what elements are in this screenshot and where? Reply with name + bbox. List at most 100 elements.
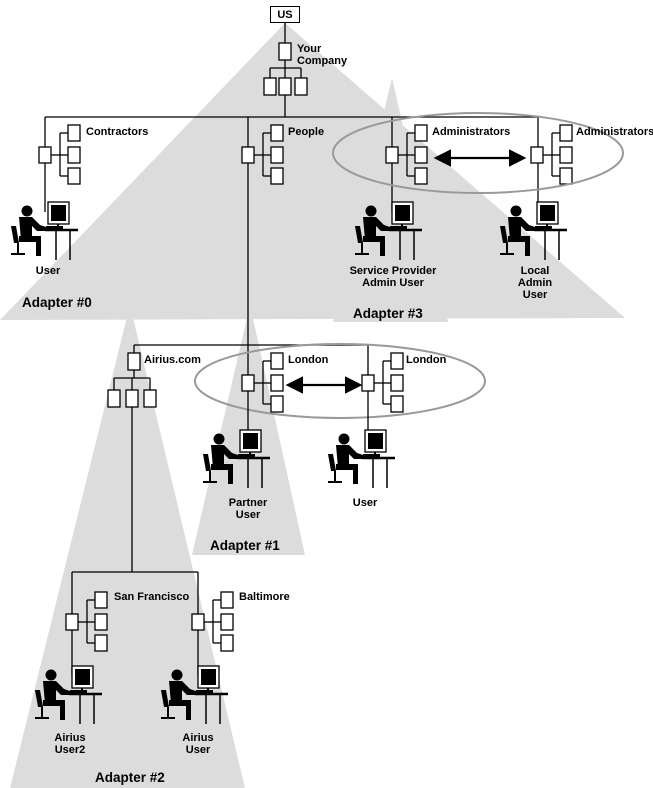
root-label: US	[277, 8, 293, 21]
user-label-local-line3: User	[522, 289, 548, 301]
airius-user2-icon-head	[45, 669, 57, 681]
node-label-administrators-sp: Administrators	[432, 126, 511, 138]
company-label-line2: Company	[297, 55, 348, 67]
user-label-airius-user: Airius User	[168, 732, 228, 756]
contractors-node-child-1	[67, 146, 81, 164]
airius-user-icon-keyboard	[196, 690, 213, 693]
node-label-administrators-local: Administrators	[576, 126, 653, 138]
administrators-sync-ellipse	[332, 112, 624, 194]
airius-user-icon-monitor-screen	[201, 669, 216, 685]
london-user-icon-chair-back	[328, 454, 336, 471]
london-user-icon-legs	[336, 464, 358, 484]
partner-user-icon-head	[213, 433, 225, 445]
user-label-sp-line2: Admin User	[362, 277, 424, 289]
administrators-sp-node-child-1	[414, 146, 428, 164]
adapter-label-1: Adapter #1	[210, 538, 280, 553]
adapter-3-scope	[333, 78, 448, 322]
adapter-2-scope	[10, 305, 245, 788]
service-provider-admin-icon-chair-back	[355, 226, 363, 243]
administrators-sp-node-box	[385, 146, 399, 164]
london-user-icon-head	[338, 433, 350, 445]
people-node-child-2	[270, 167, 284, 185]
airius-child-1	[125, 389, 139, 408]
local-admin-icon-head	[510, 205, 522, 217]
user-label-contractor: User	[18, 265, 78, 277]
partner-user-icon-keyboard	[238, 454, 255, 457]
airius-user2-icon-body	[43, 681, 70, 704]
local-admin-icon-monitor-screen	[540, 205, 555, 221]
people-node-child-0	[270, 124, 284, 142]
airius-user2-icon-keyboard	[70, 690, 87, 693]
service-provider-admin-icon-body	[363, 217, 390, 240]
company-child-0	[263, 77, 277, 96]
local-admin-icon-keyboard	[535, 226, 552, 229]
airius-user-icon-body	[169, 681, 196, 704]
london-partner-node-box	[241, 374, 255, 392]
administrators-local-node-child-2	[559, 167, 573, 185]
user-label-airius-user2: Airius User2	[40, 732, 100, 756]
baltimore-node-child-1	[220, 613, 234, 631]
adapter-label-0: Adapter #0	[22, 295, 92, 310]
airius-user2-icon-monitor-screen	[75, 669, 90, 685]
airius-user-icon-chair-back	[161, 690, 169, 707]
london-partner-node-child-0	[270, 352, 284, 370]
people-node-box	[241, 146, 255, 164]
service-provider-admin-icon-keyboard	[390, 226, 407, 229]
user-label-airius2-line1: Airius	[54, 732, 86, 744]
user-label-local-admin: Local Admin User	[505, 265, 565, 301]
london-user-node-child-0	[390, 352, 404, 370]
london-user-icon-keyboard	[363, 454, 380, 457]
san-francisco-node-child-1	[94, 613, 108, 631]
node-label-airius: Airius.com	[144, 354, 201, 366]
contractor-user-icon-monitor-screen	[51, 205, 66, 221]
user-label-airius2-line2: User2	[54, 744, 86, 756]
partner-user-icon-monitor-screen	[243, 433, 258, 449]
contractor-user-icon-legs	[19, 236, 41, 256]
san-francisco-node-child-2	[94, 634, 108, 652]
user-label-partner-line1: Partner	[228, 497, 268, 509]
user-label-service-provider-admin: Service Provider Admin User	[333, 265, 453, 289]
company-child-2	[294, 77, 308, 96]
user-label-local-line2: Admin	[517, 277, 553, 289]
san-francisco-node-box	[65, 613, 79, 631]
node-label-contractors: Contractors	[86, 126, 149, 138]
user-label-partner: Partner User	[218, 497, 278, 521]
london-partner-node-child-2	[270, 395, 284, 413]
local-admin-icon-body	[508, 217, 535, 240]
partner-user-icon-legs	[211, 464, 233, 484]
baltimore-node-child-0	[220, 591, 234, 609]
adapter-label-2: Adapter #2	[95, 770, 165, 785]
user-label-london-user: User	[335, 497, 395, 509]
user-label-sp-line1: Service Provider	[349, 265, 437, 277]
airius-user-icon-legs	[169, 700, 191, 720]
service-provider-admin-icon-head	[365, 205, 377, 217]
baltimore-node-child-2	[220, 634, 234, 652]
airius-node-box	[127, 352, 141, 371]
administrators-sp-node-child-2	[414, 167, 428, 185]
london-user-node-child-2	[390, 395, 404, 413]
london-user-icon-body	[336, 445, 363, 468]
london-user-icon-monitor-screen	[368, 433, 383, 449]
london-user-node-child-1	[390, 374, 404, 392]
contractors-node-box	[38, 146, 52, 164]
partner-user-icon-chair-back	[203, 454, 211, 471]
london-user-node-box	[361, 374, 375, 392]
san-francisco-node-child-0	[94, 591, 108, 609]
user-label-local-line1: Local	[520, 265, 550, 277]
root-node-us: US	[270, 6, 300, 23]
local-admin-icon-legs	[508, 236, 530, 256]
airius-child-0	[107, 389, 121, 408]
user-label-partner-line2: User	[235, 509, 261, 521]
node-label-people: People	[288, 126, 325, 138]
node-label-london-user: London	[406, 354, 447, 366]
administrators-local-node-child-1	[559, 146, 573, 164]
airius-child-2	[143, 389, 157, 408]
service-provider-admin-icon-monitor-screen	[395, 205, 410, 221]
people-node-child-1	[270, 146, 284, 164]
company-label-line1: Your	[297, 43, 322, 55]
company-child-1	[278, 77, 292, 96]
contractor-user-icon-chair-back	[11, 226, 19, 243]
administrators-local-node-child-0	[559, 124, 573, 142]
user-label-contractor-line1: User	[35, 265, 61, 277]
